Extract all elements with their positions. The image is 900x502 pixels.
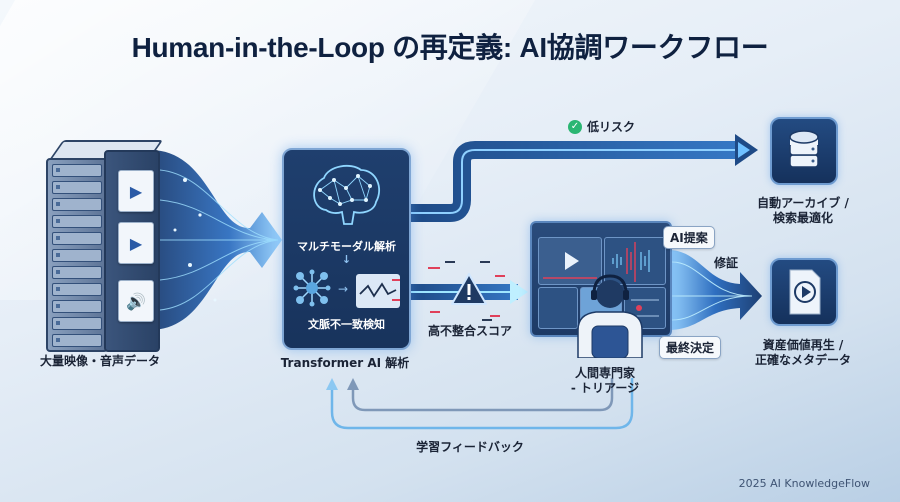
low-risk-label: 低リスク xyxy=(587,120,636,134)
final-decision-bubble: 最終決定 xyxy=(659,336,722,359)
asset-label-line2: 正確なメタデータ xyxy=(754,353,851,367)
low-risk-label-group: ✓ 低リスク xyxy=(568,118,635,135)
archive-label-line2: 検索最適化 xyxy=(772,211,833,225)
human-expert-label: 人間専門家 - トリアージ xyxy=(560,366,650,396)
ai-analysis-label: Transformer AI 解析 xyxy=(280,356,410,370)
data-ingest-flow xyxy=(150,150,282,330)
media-server: ▶ ▶ 🔊 xyxy=(38,140,164,352)
human-expert-label-line1: 人間専門家 xyxy=(574,366,635,380)
asset-label-line1: 資産価値再生 / xyxy=(762,338,844,352)
archive-label: 自動アーカイブ / 検索最適化 xyxy=(738,196,868,226)
media-asset-icon xyxy=(770,258,838,326)
warning-icon xyxy=(451,273,487,305)
server-front xyxy=(46,158,108,352)
multimodal-analysis-label: マルチモーダル解析 xyxy=(297,240,396,253)
audio-pane xyxy=(538,287,578,329)
down-arrow-icon: ↓ xyxy=(341,253,352,266)
network-node-icon xyxy=(293,269,331,307)
review-screen xyxy=(530,221,672,337)
archive-label-line1: 自動アーカイブ / xyxy=(757,196,849,210)
audio-file-icon: 🔊 xyxy=(118,280,154,322)
anomaly-chart-icon xyxy=(356,274,400,308)
database-icon xyxy=(770,117,838,185)
human-expert-icon xyxy=(577,274,643,358)
play-file-icon: ▶ xyxy=(118,222,154,264)
source-label: 大量映像・音声データ xyxy=(40,354,161,368)
low-risk-flow xyxy=(408,134,758,222)
high-inconsistency-label: 高不整合スコア xyxy=(427,324,512,338)
context-mismatch-label: 文脈不一致検知 xyxy=(308,318,385,331)
feedback-loop xyxy=(326,378,634,430)
feedback-label: 学習フィードバック xyxy=(416,440,524,454)
check-icon: ✓ xyxy=(568,119,582,134)
page-title: Human-in-the-Loop の再定義: AI協調ワークフロー xyxy=(131,32,769,63)
footer-credit: 2025 AI KnowledgeFlow xyxy=(738,477,870,490)
right-arrow-icon: → xyxy=(338,282,349,296)
human-expert-label-line2: - トリアージ xyxy=(570,381,640,395)
asset-label: 資産価値再生 / 正確なメタデータ xyxy=(738,338,868,368)
brain-icon xyxy=(313,164,381,225)
video-preview[interactable] xyxy=(538,237,602,285)
ai-analysis-panel: マルチモーダル解析 ↓ → 文脈不一致検知 xyxy=(282,148,411,350)
ai-suggestion-bubble: AI提案 xyxy=(663,226,715,249)
verified-label: 修証 xyxy=(713,256,738,270)
verified-flow xyxy=(668,250,762,330)
video-file-icon: ▶ xyxy=(118,170,154,212)
